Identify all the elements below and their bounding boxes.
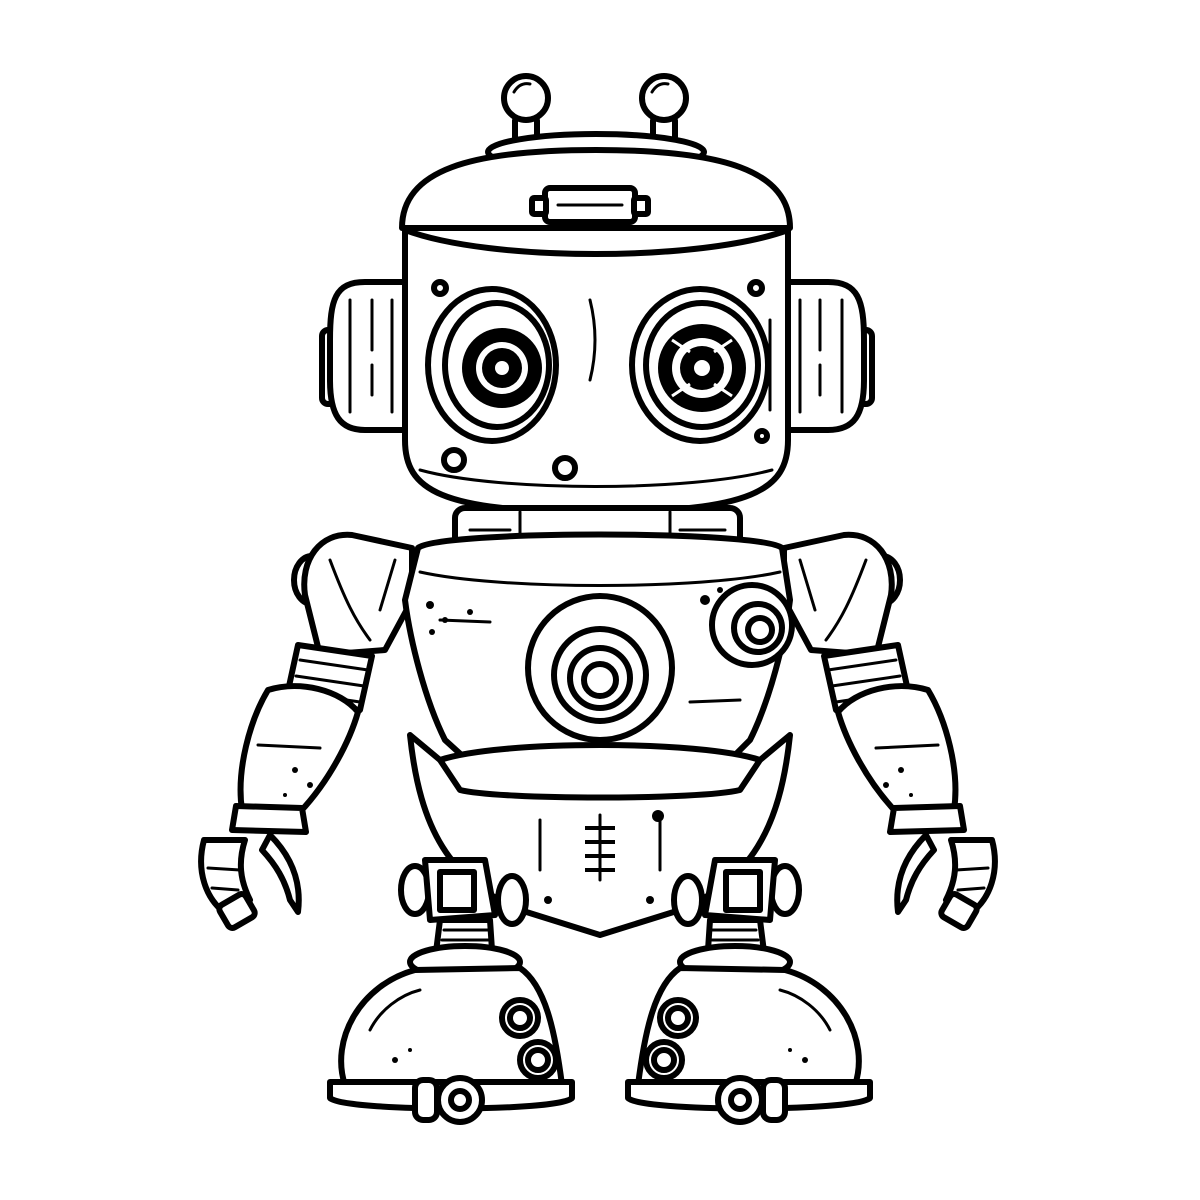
- leg-left: [398, 857, 529, 955]
- antenna-right: [639, 73, 689, 143]
- arm-left: [198, 531, 415, 931]
- ear-left: [319, 279, 413, 433]
- eye-right: [629, 286, 771, 444]
- foot-left: [327, 943, 575, 1125]
- head-dome: [399, 131, 793, 260]
- antenna-left: [501, 73, 551, 143]
- ear-right: [779, 279, 875, 433]
- foot-right: [625, 943, 873, 1125]
- torso: [402, 531, 795, 793]
- arm-right: [781, 531, 998, 931]
- eye-left: [425, 286, 559, 444]
